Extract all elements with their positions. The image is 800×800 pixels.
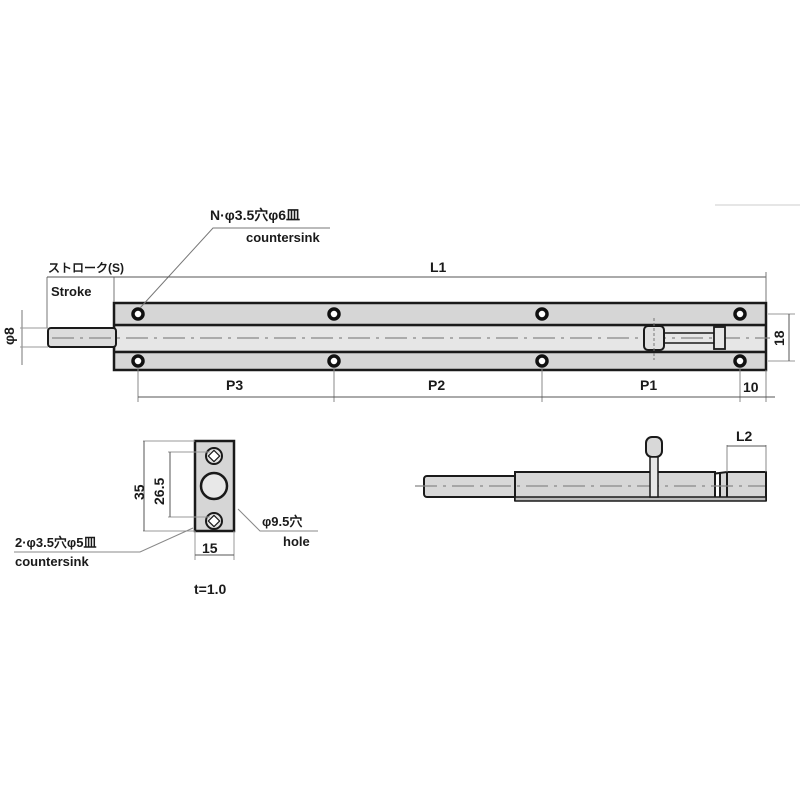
countersink-hole-icon (131, 307, 747, 368)
dim-L1: L1 (430, 259, 447, 275)
plate-center-hole-callout-en: hole (283, 534, 310, 549)
plate-center-hole-callout: φ9.5穴 (262, 514, 302, 529)
hole-callout-en: countersink (246, 230, 320, 245)
plate-thickness: t=1.0 (194, 581, 227, 597)
dim-26-5: 26.5 (151, 478, 167, 505)
dim-P1: P1 (640, 377, 657, 393)
plate-hole-callout: 2·φ3.5穴φ5皿 (15, 535, 96, 550)
dim-15: 15 (202, 540, 218, 556)
dim-10: 10 (743, 379, 759, 395)
dim-18: 18 (771, 330, 787, 346)
dim-phi8: φ8 (1, 327, 17, 345)
stroke-label-jp: ストローク(S) (48, 261, 124, 275)
dim-35: 35 (131, 484, 147, 500)
barrel-bolt-top-view: N·φ3.5穴φ6皿 countersink ストローク(S) Stroke L… (1, 207, 795, 402)
plate-hole-callout-en: countersink (15, 554, 89, 569)
barrel-bolt-side-view: L2 (415, 428, 767, 502)
dim-P2: P2 (428, 377, 445, 393)
strike-plate-view: 35 26.5 15 2·φ3.5穴φ5皿 countersink φ9.5穴 … (14, 439, 318, 597)
stroke-label-en: Stroke (51, 284, 91, 299)
hole-callout: N·φ3.5穴φ6皿 (210, 207, 300, 223)
dim-L2: L2 (736, 428, 753, 444)
dim-P3: P3 (226, 377, 243, 393)
